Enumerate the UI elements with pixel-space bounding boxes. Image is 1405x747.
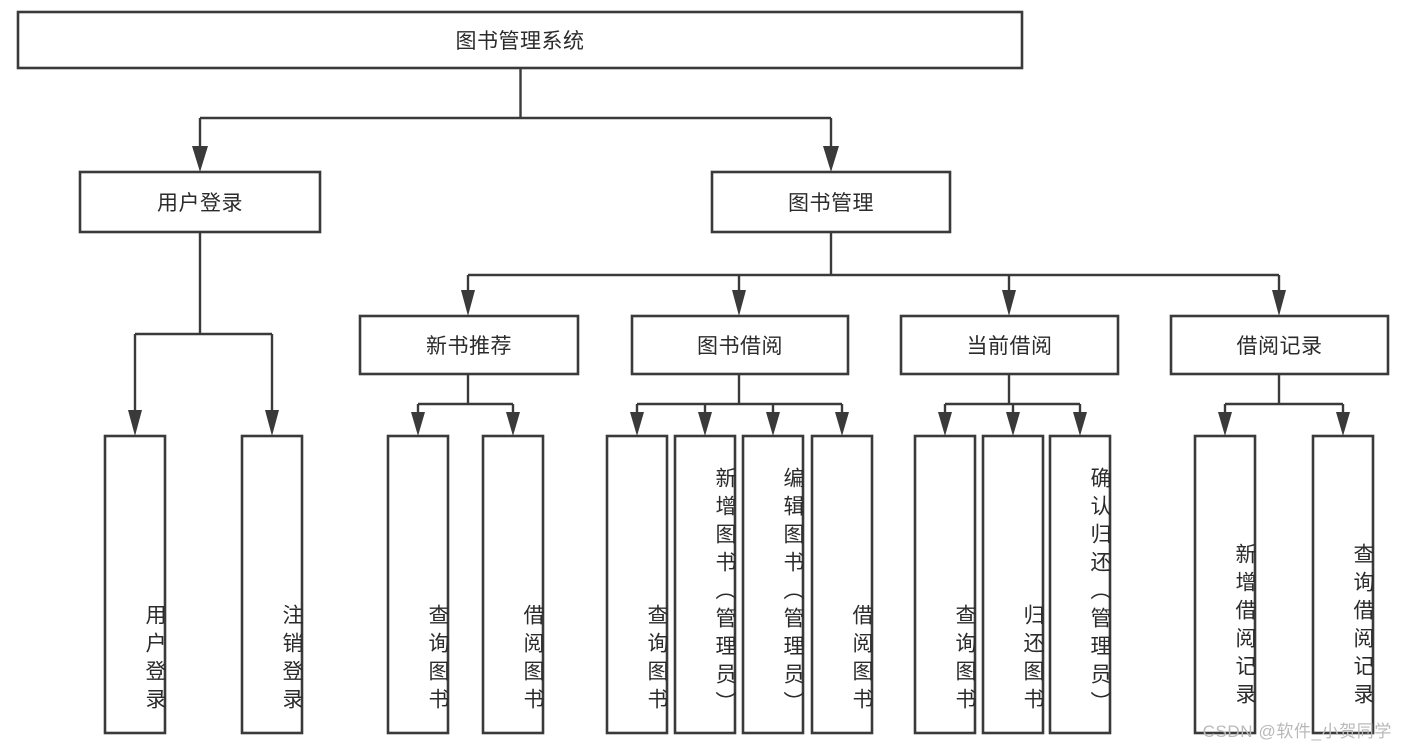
connector-group-root <box>192 68 839 172</box>
arrow-head-login <box>192 146 208 172</box>
arrow-head-leaf-confirm-return <box>1073 412 1087 436</box>
arrow-head-record <box>1272 290 1286 316</box>
arrow-head-leaf-query-book-2 <box>630 412 644 436</box>
node-box-leaf-add-record[interactable] <box>1193 434 1257 735</box>
node-box-leaf-query-book-3[interactable] <box>913 434 977 735</box>
node-box-current[interactable] <box>899 314 1120 376</box>
node-box-leaf-query-book-1[interactable] <box>386 434 450 735</box>
arrow-head-leaf-query-book-1 <box>411 412 425 436</box>
node-box-newbook[interactable] <box>358 314 580 376</box>
arrow-head-borrow <box>732 290 746 316</box>
node-box-borrow[interactable] <box>630 314 850 376</box>
node-box-leaf-user-login[interactable] <box>103 434 167 735</box>
arrow-head-leaf-logout <box>265 410 279 436</box>
node-box-bookmgmt[interactable] <box>710 170 952 234</box>
connector-group-bookmgmt <box>461 232 1286 316</box>
node-box-login[interactable] <box>78 170 322 234</box>
node-box-leaf-logout[interactable] <box>240 434 304 735</box>
arrow-head-leaf-query-record <box>1336 412 1350 436</box>
node-box-leaf-borrow-book-2[interactable] <box>810 434 874 735</box>
arrow-head-leaf-edit-book <box>766 412 780 436</box>
node-box-leaf-return-book[interactable] <box>981 434 1045 735</box>
node-box-leaf-confirm-return[interactable] <box>1048 434 1112 735</box>
node-box-leaf-add-book[interactable] <box>673 434 737 735</box>
arrow-head-leaf-user-login <box>128 410 142 436</box>
node-box-root[interactable] <box>16 10 1024 70</box>
arrow-head-current <box>1002 290 1016 316</box>
connector-group-record <box>1218 374 1350 436</box>
node-box-leaf-query-book-2[interactable] <box>605 434 669 735</box>
arrow-head-leaf-add-book <box>698 412 712 436</box>
node-box-leaf-query-record[interactable] <box>1311 434 1375 735</box>
connector-group-current <box>938 374 1087 436</box>
arrow-head-leaf-add-record <box>1218 412 1232 436</box>
node-box-leaf-borrow-book-1[interactable] <box>481 434 545 735</box>
arrow-head-leaf-borrow-book-1 <box>506 412 520 436</box>
arrow-head-leaf-query-book-3 <box>938 412 952 436</box>
connector-group-borrow <box>630 374 849 436</box>
node-box-leaf-edit-book[interactable] <box>741 434 805 735</box>
arrow-head-leaf-borrow-book-2 <box>835 412 849 436</box>
arrow-head-newbook <box>461 290 475 316</box>
arrow-head-leaf-return-book <box>1006 412 1020 436</box>
node-box-record[interactable] <box>1169 314 1390 376</box>
connector-group-login <box>128 232 279 436</box>
connector-group-newbook <box>411 374 520 436</box>
arrow-head-bookmgmt <box>823 146 839 172</box>
